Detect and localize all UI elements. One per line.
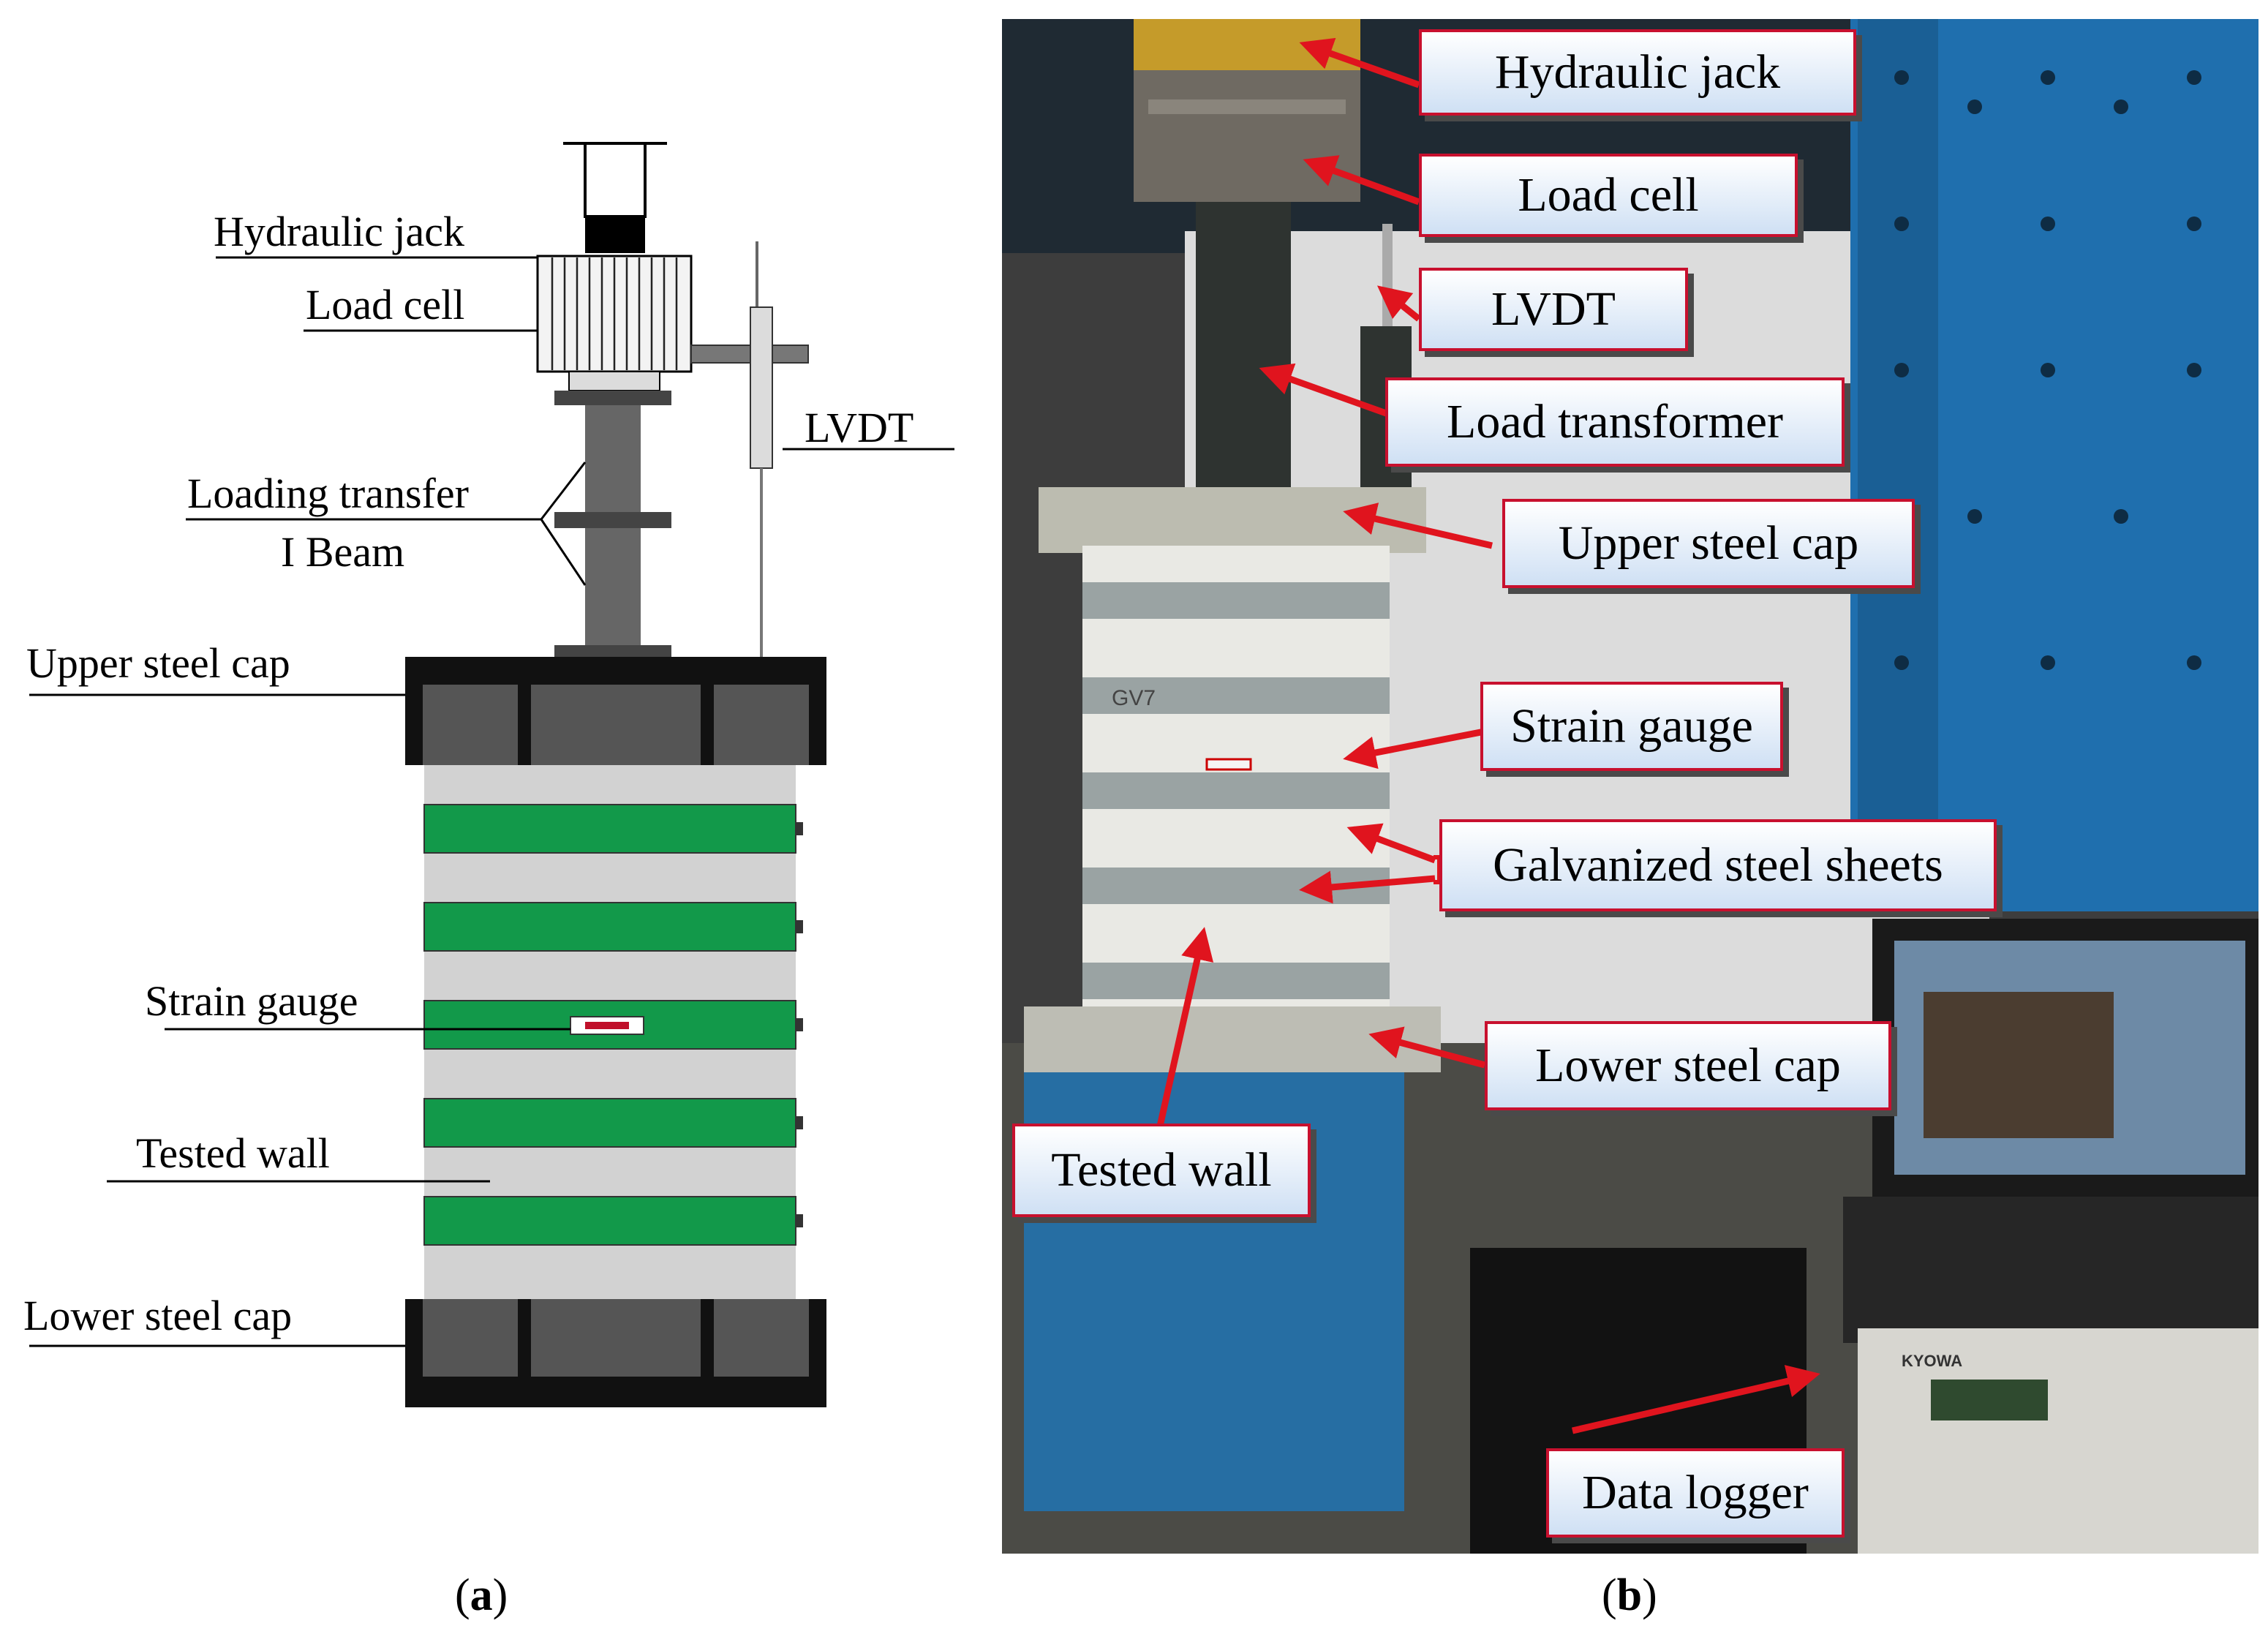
caption-a-letter: a [470,1570,493,1620]
label-strain-gauge: Strain gauge [145,977,358,1025]
specimen-mark: GV7 [1112,686,1156,710]
experimental-setup-photo: KYOWA GV7 [1002,19,2258,1554]
callout-upper-steel-cap: Upper steel cap [1502,499,1915,588]
caption-b-letter: b [1616,1570,1643,1620]
label-loading-transfer: Loading transfer [187,470,469,517]
label-tested-wall: Tested wall [136,1129,330,1177]
lvdt-shape [690,241,809,658]
callout-lvdt: LVDT [1419,268,1688,351]
callout-load-cell: Load cell [1419,154,1798,237]
caption-a: (a) [455,1570,508,1620]
caption-b: (b) [1602,1570,1657,1620]
i-beam-shape [554,391,671,658]
label-lvdt: LVDT [805,404,914,451]
label-load-cell: Load cell [306,281,465,328]
logger-brand-text: KYOWA [1902,1352,1962,1370]
label-upper-steel-cap: Upper steel cap [26,639,290,687]
callout-hydraulic-jack: Hydraulic jack [1419,29,1856,116]
callout-tested-wall: Tested wall [1012,1124,1311,1217]
callout-strain-gauge: Strain gauge [1480,682,1783,771]
callout-data-logger: Data logger [1546,1448,1845,1538]
hydraulic-jack-shape [563,142,667,253]
upper-steel-cap-shape [405,657,826,765]
callout-lower-steel-cap: Lower steel cap [1485,1021,1891,1110]
leader-lines [29,256,954,1347]
label-i-beam: I Beam [281,528,405,576]
tested-wall-shape [423,765,803,1299]
callout-arrows [1156,37,1820,1434]
lower-steel-cap-shape [405,1299,826,1407]
callout-load-transformer: Load transformer [1385,377,1845,467]
schematic-drawing [29,142,954,1407]
load-cell-shape [536,255,693,391]
label-hydraulic-jack: Hydraulic jack [214,208,465,255]
logger-brand: KYOWA [1902,1352,1962,1370]
label-lower-steel-cap: Lower steel cap [23,1292,293,1339]
callout-galvanized-steel-sheets: Galvanized steel sheets [1439,819,1997,911]
